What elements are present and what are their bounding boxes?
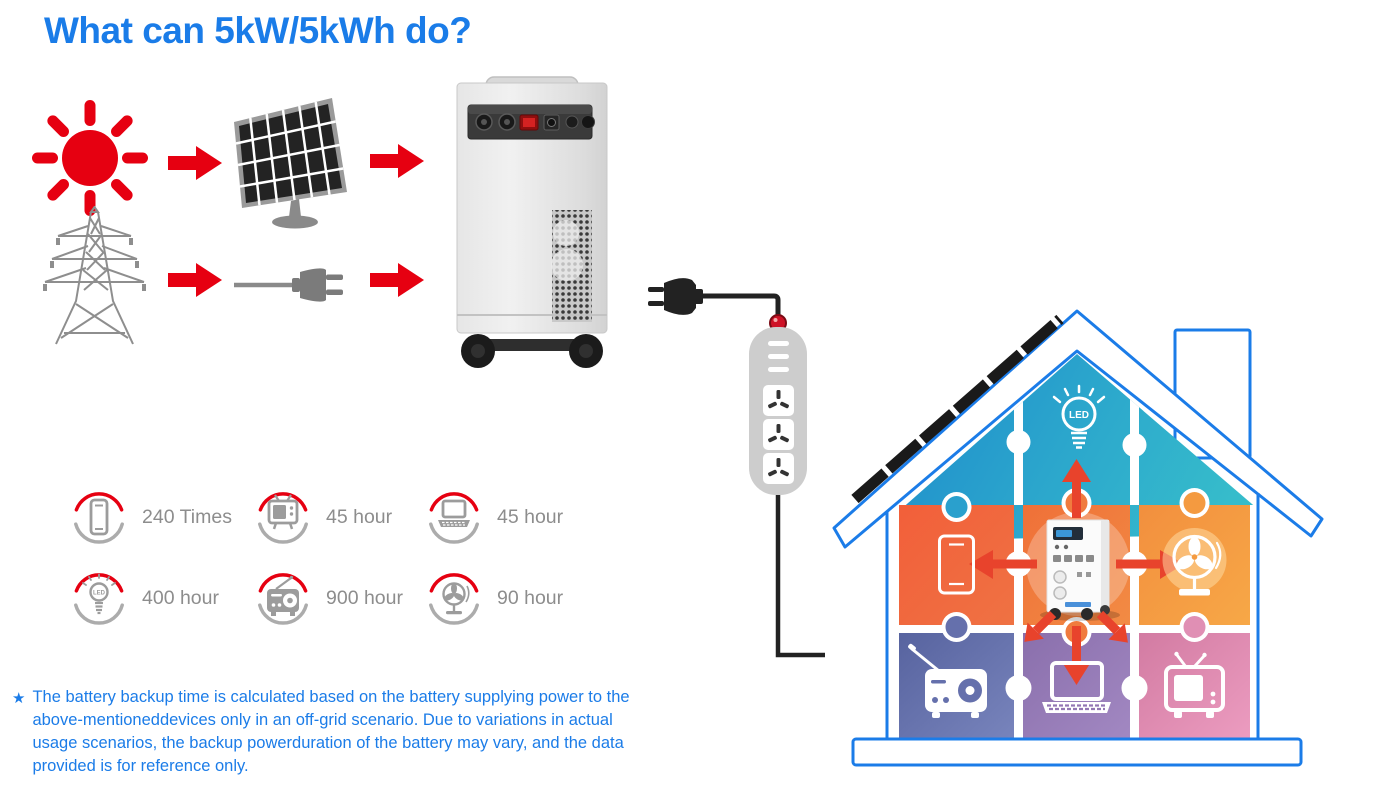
- roof-solar-strip: [851, 314, 1064, 504]
- page-title: What can 5kW/5kWh do?: [44, 10, 472, 51]
- stat-value: 900 hour: [326, 586, 403, 609]
- house-base: [851, 737, 1303, 767]
- stat-laptop: 45 hour: [425, 488, 563, 546]
- stat-radio: 900 hour: [254, 569, 403, 627]
- house-illustration: LED: [825, 309, 1385, 787]
- stat-phone: 240 Times: [70, 488, 232, 546]
- led-bulb-icon: LED: [74, 573, 124, 625]
- radio-icon: [908, 643, 987, 718]
- power-tower-icon: [43, 206, 146, 345]
- flow-arrow-icon: [168, 146, 222, 180]
- power-station-illustration: [456, 76, 608, 368]
- disclaimer-note: ★ The battery backup time is calculated …: [12, 686, 652, 778]
- radio-icon: [258, 573, 308, 625]
- power-cord: [702, 293, 781, 317]
- center-power-station: [1040, 519, 1120, 621]
- output-cable: [775, 495, 844, 658]
- outlet-socket: [763, 419, 794, 450]
- stat-value: 45 hour: [326, 505, 393, 528]
- fan-icon: [1162, 528, 1227, 596]
- roof: [832, 309, 1324, 549]
- phone-icon: [938, 534, 975, 595]
- stat-value: 45 hour: [497, 505, 564, 528]
- black-plug-icon: [648, 278, 703, 315]
- sun-icon: [32, 100, 148, 216]
- tv-icon: [258, 492, 308, 544]
- laptop-icon: [1042, 661, 1111, 713]
- stat-value: 400 hour: [142, 586, 219, 609]
- phone-icon: [74, 492, 124, 544]
- note-text: The battery backup time is calculated ba…: [32, 688, 630, 775]
- power-strip-icon: [749, 327, 807, 495]
- stat-value: 90 hour: [497, 586, 564, 609]
- outlet-socket: [763, 453, 794, 484]
- led-bulb-icon: LED: [1052, 384, 1106, 449]
- fan-icon: [429, 573, 479, 625]
- note-star-icon: ★: [12, 690, 26, 707]
- flow-arrow-icon: [168, 263, 222, 297]
- svg-text:LED: LED: [93, 591, 106, 597]
- house-walls: [885, 493, 1260, 739]
- stat-fan: 90 hour: [425, 569, 563, 627]
- solar-panel-icon: [234, 98, 347, 229]
- stat-value: 240 Times: [142, 505, 232, 528]
- plug-cord-icon: [234, 268, 343, 302]
- laptop-icon: [429, 492, 479, 544]
- outlet-socket: [763, 385, 794, 416]
- flow-arrow-icon: [370, 263, 424, 297]
- stat-led-bulb: LED 400 hour: [70, 569, 219, 627]
- stat-tv: 45 hour: [254, 488, 392, 546]
- power-strip-connection: [648, 278, 864, 664]
- tv-icon: [1164, 651, 1225, 718]
- svg-text:LED: LED: [1069, 410, 1089, 421]
- flow-arrow-icon: [370, 144, 424, 178]
